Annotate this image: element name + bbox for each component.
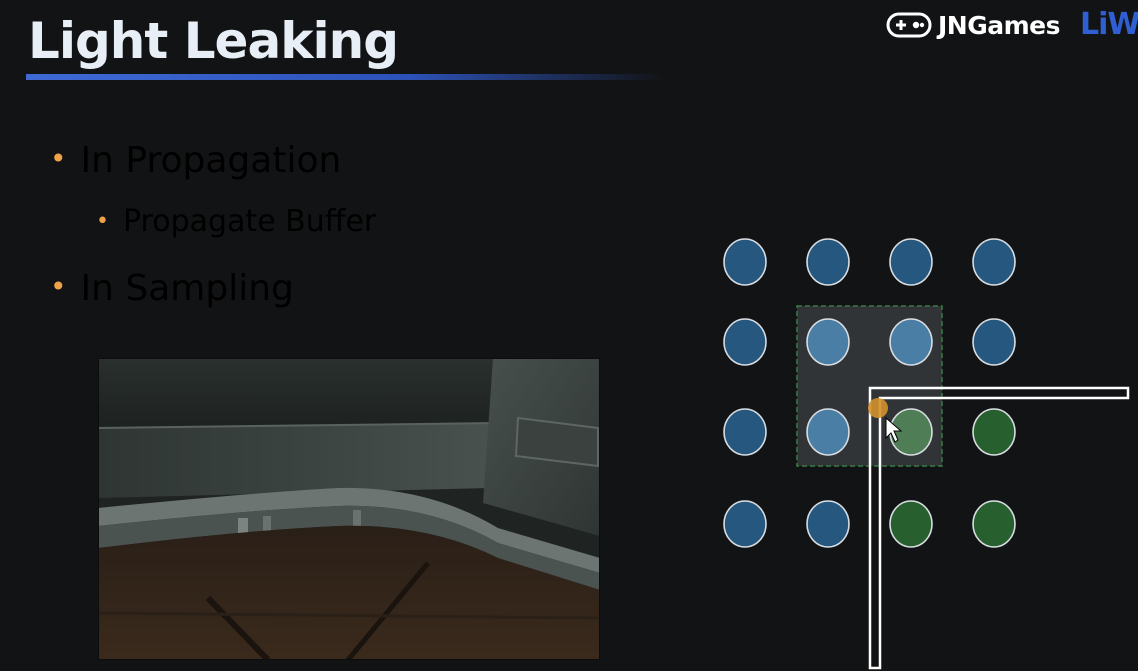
propagation-grid-diagram [723,238,1130,670]
mouse-cursor-icon [885,416,903,443]
logo-area: JNGames LiW [886,8,1138,42]
grid-cell-green-r2-c3 [972,408,1016,456]
bullet-text: In Propagation [80,140,342,181]
liw-logo: LiW [1080,10,1138,40]
sample-point [868,398,888,418]
grid-cell-blue-r1-c3 [972,318,1016,366]
bullet-dot-icon: • [96,209,109,234]
game-screenshot-image [98,358,600,660]
grid-cell-blue-r2-c1 [806,408,850,456]
wall-outline [868,386,1130,670]
grid-cell-blue-r1-c1 [806,318,850,366]
bullet-item: • In Propagation [50,140,341,181]
grid-cell-blue-r0-c0 [723,238,767,286]
bullet-dot-icon: • [50,270,67,303]
grid-cell-green-r2-c2 [889,408,933,456]
grid-cell-blue-r3-c1 [806,500,850,548]
grid-cell-blue-r0-c3 [972,238,1016,286]
bullet-item: • Propagate Buffer [96,204,376,239]
bullet-text: Propagate Buffer [122,204,377,239]
gamepad-icon [886,12,932,38]
jngames-logo: JNGames [937,10,1061,40]
title-underline [26,74,666,80]
grid-cell-blue-r0-c2 [889,238,933,286]
bullet-text: In Sampling [80,268,294,309]
grid-cell-blue-r2-c0 [723,408,767,456]
grid-cell-green-r3-c2 [889,500,933,548]
grid-cell-blue-r1-c0 [723,318,767,366]
slide-title: Light Leaking [28,12,399,70]
bullet-item: • In Sampling [50,268,294,309]
grid-cell-green-r3-c3 [972,500,1016,548]
grid-cell-blue-r0-c1 [806,238,850,286]
grid-cell-blue-r3-c0 [723,500,767,548]
grid-cell-blue-r1-c2 [889,318,933,366]
bullet-dot-icon: • [50,142,67,175]
